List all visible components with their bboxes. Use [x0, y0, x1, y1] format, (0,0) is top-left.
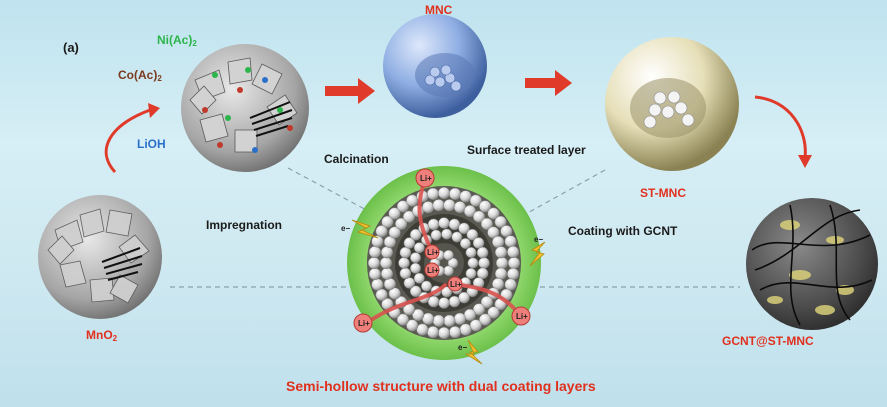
lithium-ion-label: Li+ [516, 312, 528, 321]
gcnt-st-mnc-label: GCNT@ST-MNC [722, 334, 814, 348]
electron-label: e− [534, 235, 544, 244]
lithium-spots [353, 168, 531, 333]
curved-arrow-icon [148, 103, 160, 118]
outer-sphere-shell [367, 186, 521, 340]
electron-bolt-icon [351, 219, 546, 365]
curved-arrow-icon [104, 108, 151, 174]
arrow-right-icon [525, 70, 572, 96]
impregnated-particle [181, 44, 309, 172]
curved-arrow-icon [754, 95, 807, 159]
panel-label: (a) [63, 40, 79, 55]
arrow-right-icon [325, 78, 375, 104]
calcination-label: Calcination [324, 152, 389, 166]
curved-arrow-icon [798, 155, 812, 168]
mno2-particle [38, 195, 162, 319]
coating-gcnt-label: Coating with GCNT [568, 224, 678, 238]
lioh-label: LiOH [137, 137, 166, 151]
electron-label: e− [458, 343, 468, 352]
mno2-label: MnO2 [86, 328, 118, 343]
lithium-ion-label: Li+ [427, 248, 439, 257]
lithium-ion-label: Li+ [427, 266, 439, 275]
gcnt-st-mnc-sphere [746, 198, 878, 330]
st-mnc-label: ST-MNC [640, 186, 686, 200]
surface-treated-layer-label: Surface treated layer [467, 143, 586, 157]
mnc-label: MNC [425, 3, 453, 17]
co-acetate-label: Co(Ac)2 [118, 68, 162, 83]
lithium-ion-label: Li+ [420, 174, 432, 183]
semi-hollow-structure [347, 166, 541, 360]
inner-sphere-shell [398, 217, 490, 309]
st-mnc-sphere [605, 37, 739, 171]
impregnation-label: Impregnation [206, 218, 283, 232]
ni-acetate-label: Ni(Ac)2 [157, 33, 197, 48]
electron-label: e− [341, 224, 351, 233]
mnc-sphere [383, 14, 487, 118]
lithium-ion-label: Li+ [358, 319, 370, 328]
precursor-dots [202, 67, 293, 153]
figure-caption: Semi-hollow structure with dual coating … [286, 378, 596, 394]
lithium-ion-label: Li+ [450, 280, 462, 289]
